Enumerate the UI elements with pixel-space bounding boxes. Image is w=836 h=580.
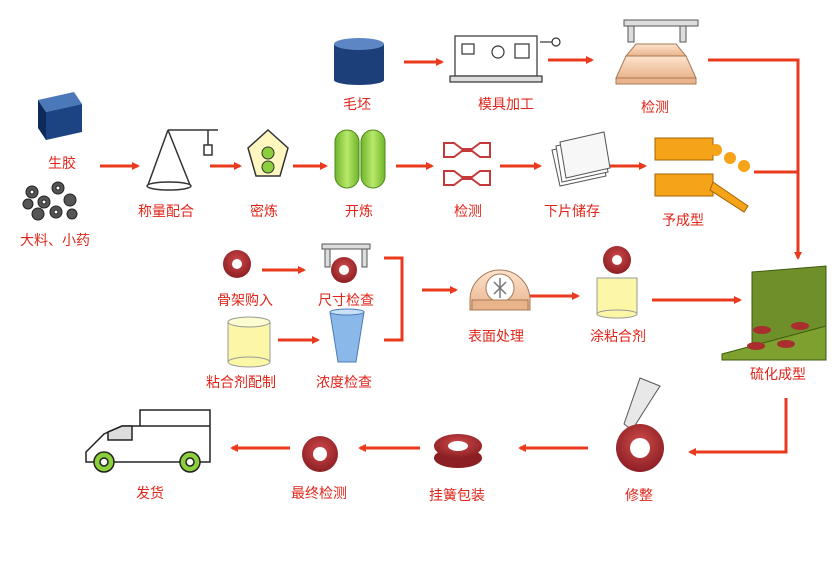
mould-caliper-icon bbox=[615, 19, 699, 85]
delivery-truck-icon bbox=[85, 409, 211, 473]
label-vulcanization: 硫化成型 bbox=[750, 367, 806, 383]
label-mold-machining: 模具加工 bbox=[478, 97, 534, 113]
label-sheet-storage: 下片储存 bbox=[544, 204, 600, 220]
test-specimen-icon bbox=[443, 142, 491, 186]
label-mixing: 密炼 bbox=[250, 204, 278, 220]
label-weighing: 称量配合 bbox=[138, 204, 194, 220]
preforming-machine-icon bbox=[654, 137, 750, 213]
rubber-block-icon bbox=[38, 92, 82, 140]
coating-container-icon bbox=[596, 246, 638, 319]
weighing-scale-icon bbox=[146, 129, 218, 191]
adhesive-container-icon bbox=[227, 316, 271, 368]
additives-gears-icon bbox=[22, 181, 78, 221]
flow-arrow bbox=[708, 58, 802, 260]
mixer-pentagon-icon bbox=[247, 128, 289, 177]
label-adhesive-prep: 粘合剂配制 bbox=[206, 375, 276, 391]
flow-arrow bbox=[384, 256, 404, 342]
label-raw-rubber: 生胶 bbox=[48, 156, 76, 172]
final-seal-icon bbox=[302, 436, 338, 472]
trimming-knife-icon bbox=[616, 377, 664, 472]
size-check-caliper-icon bbox=[321, 243, 371, 283]
label-surface-treatment: 表面处理 bbox=[468, 329, 524, 345]
label-mould-inspection: 检测 bbox=[641, 100, 669, 116]
label-shipping: 发货 bbox=[136, 486, 164, 502]
packed-seals-icon bbox=[434, 434, 482, 468]
label-additives: 大料、小药 bbox=[20, 233, 90, 249]
metal-frame-ring-icon bbox=[223, 250, 251, 278]
label-final-inspection: 最终检测 bbox=[291, 486, 347, 502]
mill-rollers-icon bbox=[334, 129, 386, 189]
flow-arrows bbox=[100, 56, 802, 456]
label-milling: 开炼 bbox=[345, 204, 373, 220]
flow-arrow bbox=[688, 398, 788, 456]
lathe-machine-icon bbox=[449, 35, 561, 83]
blank-cylinder-icon bbox=[334, 38, 384, 85]
label-frame-purchase: 骨架购入 bbox=[217, 293, 273, 309]
label-adhesive-coating: 涂粘合剂 bbox=[590, 329, 646, 345]
rubber-sheets-icon bbox=[551, 131, 611, 187]
label-concentration-check: 浓度检查 bbox=[316, 375, 372, 391]
label-blank: 毛坯 bbox=[343, 97, 371, 113]
vulcanizing-press-icon bbox=[721, 265, 827, 361]
label-spring-packing: 挂簧包装 bbox=[429, 488, 485, 504]
blasting-machine-icon bbox=[469, 269, 531, 311]
label-preforming: 予成型 bbox=[662, 213, 704, 229]
label-size-check: 尺寸检查 bbox=[318, 293, 374, 309]
beaker-icon bbox=[329, 308, 365, 363]
label-inspection: 检测 bbox=[454, 204, 482, 220]
label-trimming: 修整 bbox=[625, 488, 653, 504]
